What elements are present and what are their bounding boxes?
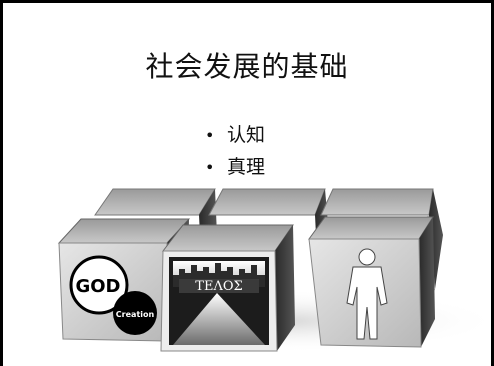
bullet-list: • 认知 • 真理 [205,119,265,183]
bullet-marker: • [205,158,215,177]
cubes-illustration: GOD Creation ΤΕΛΟΣ [43,188,491,353]
bullet-text: 认知 [227,124,266,146]
slide-title: 社会发展的基础 [145,50,349,83]
person-silhouette-icon [346,248,388,340]
bullet-marker: • [205,126,215,145]
bullet-item: • 认知 [205,119,265,151]
telos-word: ΤΕΛΟΣ [195,279,242,294]
creation-circle [113,291,157,335]
person-cube [308,216,435,348]
creation-caption: Creation [116,310,155,319]
bullet-text: 真理 [227,156,266,178]
god-word: GOD [75,276,120,297]
bullet-item: • 真理 [205,151,265,183]
telos-cube: ΤΕΛΟΣ [160,224,295,352]
god-circle [69,255,129,315]
